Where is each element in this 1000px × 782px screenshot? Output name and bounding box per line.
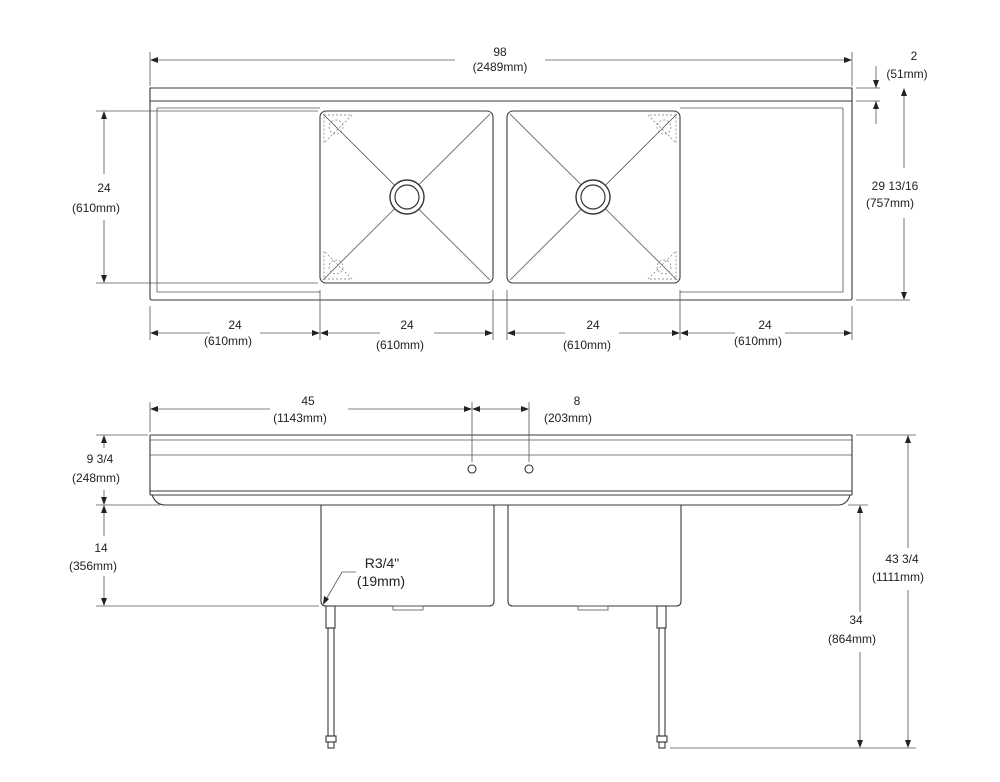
dim-bowl-height: 14 (356mm) xyxy=(69,505,319,607)
bowl-left-front xyxy=(320,505,495,611)
front-view-outline xyxy=(149,434,853,506)
dim-value: 24 xyxy=(758,318,772,332)
callout-value: R3/4" xyxy=(365,555,400,571)
dim-value: 9 3/4 xyxy=(87,452,114,466)
callout-corner-radius: R3/4" (19mm) xyxy=(323,555,405,605)
dim-rim-height: 34 (864mm) xyxy=(670,504,916,749)
dim-overall-height: 43 3/4 (1111mm) xyxy=(856,434,924,748)
dim-metric: (51mm) xyxy=(886,67,927,81)
dim-metric: (757mm) xyxy=(866,196,914,210)
dim-value: 24 xyxy=(97,181,111,195)
dim-overall-depth: 29 13/16 (757mm) xyxy=(856,88,919,301)
dim-metric: (610mm) xyxy=(72,201,120,215)
front-view: 45 (1143mm) 8 (203mm) 9 3/4 (248mm) 14 (… xyxy=(69,394,924,749)
dim-value: 24 xyxy=(586,318,600,332)
dim-value: 14 xyxy=(94,541,108,555)
dim-metric: (610mm) xyxy=(563,338,611,352)
dim-backsplash-height: 9 3/4 (248mm) xyxy=(72,434,160,506)
dim-backsplash: 2 (51mm) xyxy=(856,49,928,124)
dim-metric: (248mm) xyxy=(72,471,120,485)
dim-value: 43 3/4 xyxy=(885,552,919,566)
bowl-right-front xyxy=(507,505,682,611)
dim-overall-length: 98 (2489mm) xyxy=(149,45,853,86)
dim-metric: (2489mm) xyxy=(473,60,528,74)
dim-value: 2 xyxy=(911,49,918,63)
dim-value: 24 xyxy=(228,318,242,332)
dim-value: 24 xyxy=(400,318,414,332)
dim-metric: (610mm) xyxy=(204,334,252,348)
dim-metric: (1143mm) xyxy=(273,411,327,425)
bowl-right xyxy=(506,110,681,284)
faucet-hole-icon xyxy=(524,464,534,474)
dim-metric: (356mm) xyxy=(69,559,117,573)
dim-value: 8 xyxy=(574,394,581,408)
dim-segments: 24 (610mm) 24 (610mm) 24 (610mm) 24 (610… xyxy=(149,290,853,354)
leg-right xyxy=(656,605,668,749)
bowl-left xyxy=(319,110,494,284)
top-view: 98 (2489mm) 2 (51mm) 29 13/16 (757mm) xyxy=(72,45,928,354)
dim-metric: (203mm) xyxy=(544,411,592,425)
callout-metric: (19mm) xyxy=(357,573,405,589)
dim-metric: (610mm) xyxy=(734,334,782,348)
dim-value: 45 xyxy=(301,394,315,408)
dim-value: 98 xyxy=(493,45,507,59)
dim-faucet-offset: 45 (1143mm) 8 (203mm) xyxy=(149,394,592,462)
dim-bowl-depth: 24 (610mm) xyxy=(72,110,318,284)
dim-metric: (864mm) xyxy=(828,632,876,646)
dim-metric: (1111mm) xyxy=(872,570,924,584)
dim-value: 34 xyxy=(849,613,863,627)
dim-value: 29 13/16 xyxy=(872,179,919,193)
faucet-hole-icon xyxy=(467,464,477,474)
dim-metric: (610mm) xyxy=(376,338,424,352)
top-view-outline xyxy=(149,87,853,301)
leg-left xyxy=(325,605,337,749)
